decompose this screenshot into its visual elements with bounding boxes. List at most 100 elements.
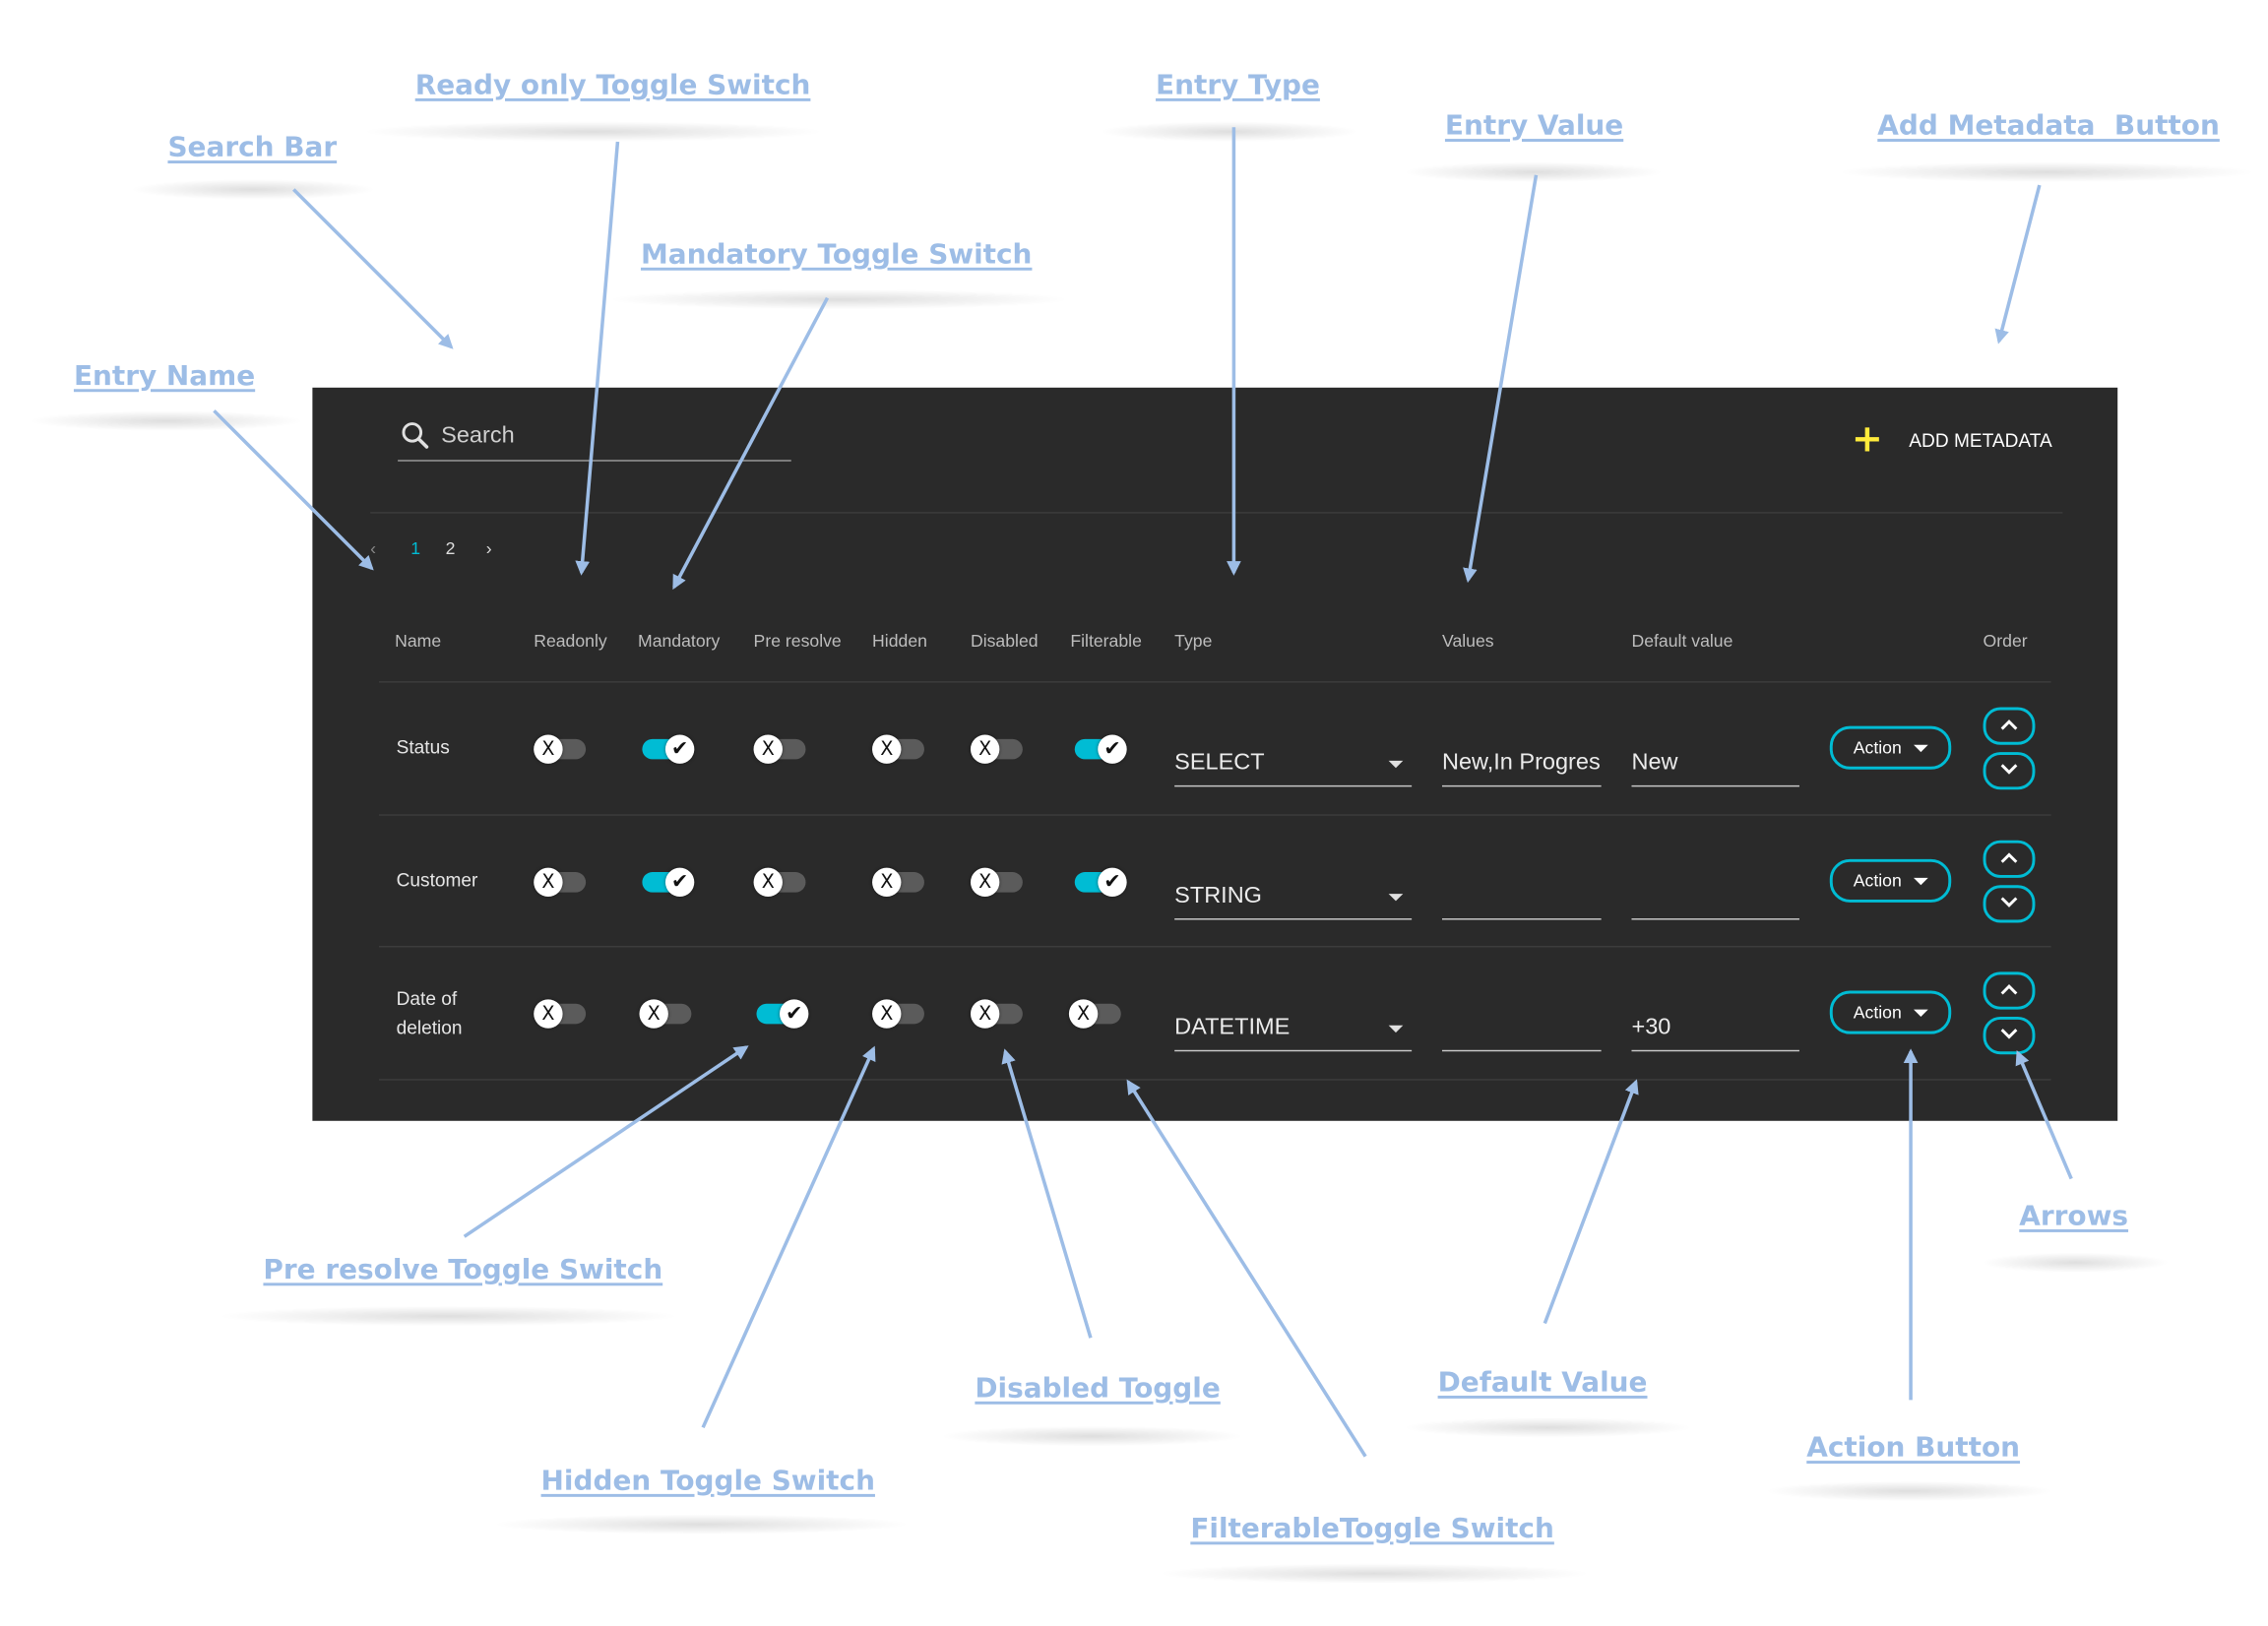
- default-value-field[interactable]: New: [1631, 742, 1799, 787]
- toggle-knob: X: [970, 999, 1000, 1029]
- divider: [378, 1079, 2051, 1081]
- readonly-toggle[interactable]: X: [534, 998, 589, 1030]
- type-select[interactable]: STRING: [1174, 875, 1413, 920]
- toggle-knob: X: [753, 867, 783, 898]
- readonly-toggle[interactable]: X: [534, 733, 589, 765]
- column-header-pre-resolve: Pre resolve: [753, 630, 842, 652]
- annotation-pre-resolve-toggle: Pre resolve Toggle Switch: [263, 1253, 663, 1286]
- move-up-button[interactable]: [1983, 971, 2036, 1010]
- move-up-button[interactable]: [1983, 840, 2036, 878]
- values-field[interactable]: [1441, 875, 1602, 920]
- filterable-toggle[interactable]: X: [1068, 998, 1124, 1030]
- check-icon: ✔: [670, 736, 689, 761]
- search-icon: [402, 422, 429, 449]
- divider: [378, 681, 2051, 683]
- type-select-value: STRING: [1174, 883, 1262, 908]
- column-header-name: Name: [395, 630, 442, 652]
- dropdown-caret-icon: [1388, 1025, 1404, 1033]
- type-select-value: SELECT: [1174, 750, 1265, 776]
- filterable-toggle[interactable]: ✔: [1072, 866, 1127, 898]
- divider: [378, 814, 2051, 816]
- divider: [370, 512, 2063, 514]
- hidden-toggle[interactable]: X: [872, 733, 927, 765]
- add-metadata-button[interactable]: + ADD METADATA: [1852, 419, 2052, 460]
- default-value-field-value: New: [1631, 750, 1678, 776]
- readonly-toggle[interactable]: X: [534, 866, 589, 898]
- caret-down-icon: [1913, 877, 1928, 885]
- page-1-button[interactable]: 1: [410, 537, 421, 559]
- mandatory-toggle[interactable]: ✔: [639, 866, 695, 898]
- values-field[interactable]: New,In Progres: [1441, 742, 1602, 787]
- x-icon: X: [880, 1003, 894, 1026]
- x-icon: X: [647, 1003, 661, 1026]
- x-icon: X: [541, 1003, 555, 1026]
- toggle-knob: ✔: [1098, 734, 1127, 764]
- annotation-mandatory-toggle: Mandatory Toggle Switch: [640, 238, 1033, 271]
- annotation-action-button: Action Button: [1806, 1431, 2021, 1465]
- values-field-value: New,In Progres: [1441, 750, 1601, 776]
- check-icon: ✔: [670, 869, 689, 894]
- annotation-entry-name: Entry Name: [73, 359, 256, 393]
- hidden-toggle[interactable]: X: [872, 998, 927, 1030]
- next-page-button[interactable]: ›: [485, 537, 492, 559]
- divider: [378, 945, 2051, 948]
- annotation-readonly-toggle: Ready only Toggle Switch: [414, 69, 811, 101]
- toggle-knob: X: [534, 734, 563, 764]
- disabled-toggle[interactable]: X: [970, 998, 1026, 1030]
- metadata-panel: + ADD METADATA ‹ 1 2 › Name Readonly Man…: [312, 387, 2118, 1121]
- annotation-disabled-toggle: Disabled Toggle: [975, 1372, 1221, 1405]
- caret-down-icon: [1913, 744, 1928, 752]
- toggle-knob: X: [534, 867, 563, 898]
- column-header-default-value: Default value: [1631, 630, 1733, 652]
- column-header-hidden: Hidden: [872, 630, 927, 652]
- action-button[interactable]: Action: [1829, 858, 1952, 903]
- plus-icon: +: [1851, 417, 1883, 462]
- toggle-knob: X: [970, 734, 1000, 764]
- column-header-readonly: Readonly: [534, 630, 607, 652]
- column-header-type: Type: [1174, 630, 1213, 652]
- toggle-knob: X: [534, 999, 563, 1029]
- mandatory-toggle[interactable]: ✔: [639, 733, 695, 765]
- disabled-toggle[interactable]: X: [970, 733, 1026, 765]
- pre-resolve-toggle[interactable]: X: [753, 866, 809, 898]
- x-icon: X: [1077, 1003, 1091, 1026]
- action-button[interactable]: Action: [1829, 990, 1952, 1034]
- toggle-knob: X: [753, 734, 783, 764]
- hidden-toggle[interactable]: X: [872, 866, 927, 898]
- mandatory-toggle[interactable]: X: [639, 998, 694, 1030]
- column-header-mandatory: Mandatory: [638, 630, 721, 652]
- move-up-button[interactable]: [1983, 707, 2036, 745]
- check-icon: ✔: [1103, 736, 1121, 761]
- type-select[interactable]: DATETIME: [1174, 1007, 1413, 1052]
- prev-page-button[interactable]: ‹: [370, 537, 377, 559]
- pre-resolve-toggle[interactable]: X: [753, 733, 809, 765]
- toggle-knob: X: [639, 999, 668, 1029]
- search-bar[interactable]: [398, 416, 791, 462]
- move-down-button[interactable]: [1983, 885, 2036, 923]
- move-down-button[interactable]: [1983, 1016, 2036, 1055]
- toggle-knob: X: [970, 867, 1000, 898]
- annotation-filterable-toggle: FilterableToggle Switch: [1190, 1512, 1554, 1545]
- action-button-label: Action: [1853, 1002, 1902, 1023]
- filterable-toggle[interactable]: ✔: [1072, 733, 1127, 765]
- toggle-knob: ✔: [1098, 867, 1127, 898]
- type-select[interactable]: SELECT: [1174, 742, 1413, 787]
- search-input[interactable]: [438, 416, 778, 458]
- default-value-field[interactable]: [1631, 875, 1799, 920]
- disabled-toggle[interactable]: X: [970, 866, 1026, 898]
- toggle-knob: ✔: [780, 999, 809, 1029]
- chevron-up-icon: [2000, 984, 2018, 995]
- values-field[interactable]: [1441, 1007, 1602, 1052]
- dropdown-caret-icon: [1388, 894, 1404, 902]
- x-icon: X: [978, 738, 992, 761]
- default-value-field[interactable]: +30: [1631, 1007, 1799, 1052]
- page-2-button[interactable]: 2: [445, 537, 456, 559]
- check-icon: ✔: [1103, 869, 1121, 894]
- entry-name: Status: [396, 735, 450, 758]
- move-down-button[interactable]: [1983, 752, 2036, 790]
- pre-resolve-toggle[interactable]: ✔: [754, 998, 809, 1030]
- chevron-up-icon: [2000, 852, 2018, 863]
- action-button[interactable]: Action: [1829, 725, 1952, 770]
- x-icon: X: [880, 738, 894, 761]
